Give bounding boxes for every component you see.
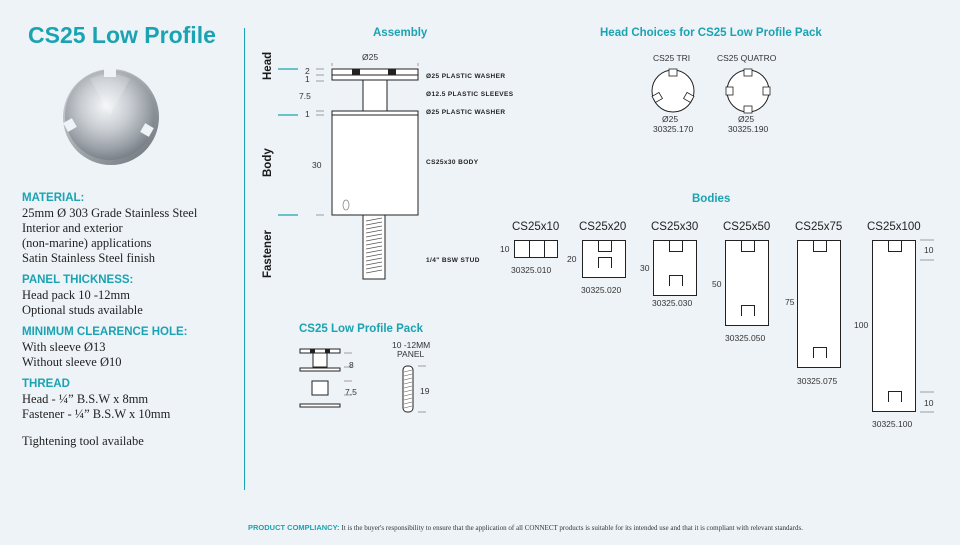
thread-heading: THREAD: [22, 378, 70, 390]
body-dim: 10: [500, 244, 510, 254]
column-divider: [244, 28, 245, 490]
assembly-heading: Assembly: [373, 27, 428, 39]
body-end-dim-top: 10: [924, 245, 934, 255]
body-name: CS25x10: [512, 221, 560, 233]
body-drawing-cs25x100: [872, 240, 916, 412]
tri-head-icon: [651, 68, 695, 113]
pack-dim-7-5: 7.5: [345, 387, 357, 397]
tightening-tool-note: Tightening tool availabe: [22, 434, 144, 448]
part-label-stud: 1/4" BSW STUD: [426, 257, 480, 264]
part-label-sleeves: Ø12.5 PLASTIC SLEEVES: [426, 91, 514, 98]
head-choice-dia: Ø25: [738, 114, 755, 124]
head-choice-name: CS25 QUATRO: [717, 53, 777, 63]
spec-line: 25mm Ø 303 Grade Stainless Steel: [22, 206, 198, 220]
footer-heading: PRODUCT COMPLIANCY:: [248, 523, 340, 532]
spec-line: Without sleeve Ø10: [22, 355, 122, 369]
pack-parts-drawing: [299, 348, 352, 408]
dim-7-5: 7.5: [299, 91, 311, 101]
head-choices-heading: Head Choices for CS25 Low Profile Pack: [600, 27, 822, 39]
footer-compliancy: PRODUCT COMPLIANCY: It is the buyer's re…: [248, 523, 803, 532]
spec-line: Satin Stainless Steel finish: [22, 251, 155, 265]
dim-30: 30: [312, 160, 322, 170]
body-code: 30325.010: [511, 265, 552, 275]
pack-dim-8: 8: [349, 360, 354, 370]
body-drawing-cs25x75: [797, 240, 841, 368]
pack-heading: CS25 Low Profile Pack: [299, 323, 423, 335]
body-dim: 50: [712, 279, 722, 289]
footer-text: It is the buyer's responsibility to ensu…: [341, 524, 803, 532]
cs25-head-photo: [63, 68, 159, 165]
spec-line: Head pack 10 -12mm: [22, 288, 130, 302]
body-drawing-cs25x10: [514, 240, 558, 258]
spec-line: Interior and exterior: [22, 221, 123, 235]
body-drawing-cs25x20: [582, 240, 626, 278]
body-name: CS25x30: [651, 221, 699, 233]
spec-line: (non-marine) applications: [22, 236, 152, 250]
bodies-heading: Bodies: [692, 193, 731, 205]
part-label-washer-top: Ø25 PLASTIC WASHER: [426, 73, 506, 80]
body-drawing-cs25x30: [653, 240, 697, 296]
body-end-dim-bottom: 10: [924, 398, 934, 408]
pack-dim-19: 19: [420, 386, 430, 396]
body-code: 30325.020: [581, 285, 622, 295]
spec-list: MATERIAL: 25mm Ø 303 Grade Stainless Ste…: [22, 192, 237, 449]
body-dim: 100: [854, 320, 869, 330]
part-label-body: CS25x30 BODY: [426, 159, 479, 166]
body-name: CS25x75: [795, 221, 843, 233]
panel-stud-drawing: [402, 365, 426, 413]
head-choice-code: 30325.170: [653, 124, 694, 134]
body-name: CS25x50: [723, 221, 771, 233]
assembly-diameter: Ø25: [362, 52, 379, 62]
spec-line: Head - ¼” B.S.W x 8mm: [22, 392, 149, 406]
dim-2: 2: [305, 66, 310, 76]
head-choice-code: 30325.190: [728, 124, 769, 134]
body-end-dim-lines: [920, 239, 934, 413]
body-code: 30325.050: [725, 333, 766, 343]
page-title: CS25 Low Profile: [28, 22, 216, 48]
quatro-head-icon: [725, 68, 771, 114]
body-dim: 20: [567, 254, 577, 264]
pack-panel-label-2: PANEL: [397, 349, 425, 359]
clearance-hole-heading: MINIMUM CLEARENCE HOLE:: [22, 326, 188, 338]
body-code: 30325.100: [872, 419, 913, 429]
body-name: CS25x20: [579, 221, 627, 233]
body-dim: 30: [640, 263, 650, 273]
body-code: 30325.075: [797, 376, 838, 386]
spec-line: Optional studs available: [22, 303, 143, 317]
body-name: CS25x100: [867, 221, 921, 233]
body-drawing-cs25x50: [725, 240, 769, 326]
spec-line: With sleeve Ø13: [22, 340, 106, 354]
spec-line: Fastener - ¼” B.S.W x 10mm: [22, 407, 171, 421]
dim-1-lower: 1: [305, 109, 310, 119]
panel-thickness-heading: PANEL THICKNESS:: [22, 274, 134, 286]
material-heading: MATERIAL:: [22, 192, 85, 204]
head-choice-dia: Ø25: [662, 114, 679, 124]
part-label-washer-bottom: Ø25 PLASTIC WASHER: [426, 109, 506, 116]
head-choice-name: CS25 TRI: [653, 53, 691, 63]
dim-1: 1: [305, 74, 310, 84]
body-dim: 75: [785, 297, 795, 307]
assembly-drawing: [278, 63, 419, 280]
body-code: 30325.030: [652, 298, 693, 308]
pack-panel-label: 10 -12MM: [392, 340, 431, 350]
